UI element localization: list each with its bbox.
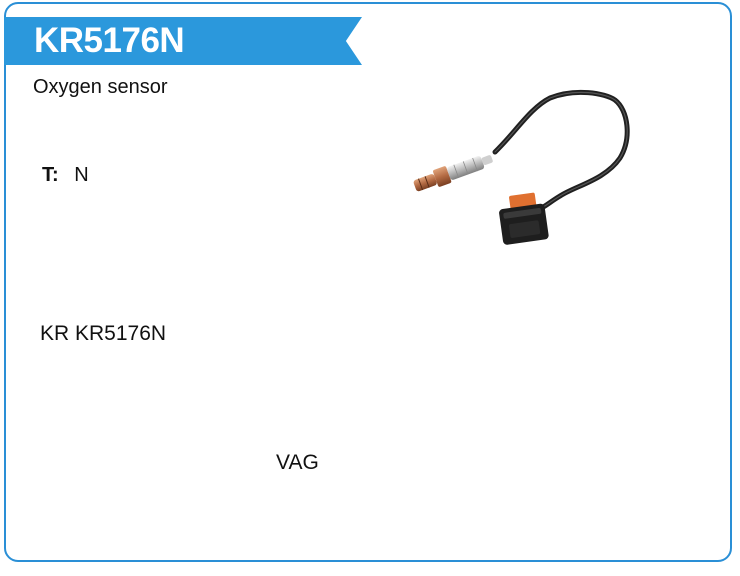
type-value: N <box>74 164 89 186</box>
type-row: T: N <box>42 163 89 187</box>
part-reference: KR KR5176N <box>40 322 167 345</box>
type-label: T: <box>42 164 59 186</box>
title-banner <box>4 17 362 65</box>
part-number-title: KR5176N <box>34 21 185 60</box>
product-description: Oxygen sensor <box>33 76 168 98</box>
vehicle-make: VAG <box>276 451 319 474</box>
oxygen-sensor-image <box>413 89 630 245</box>
